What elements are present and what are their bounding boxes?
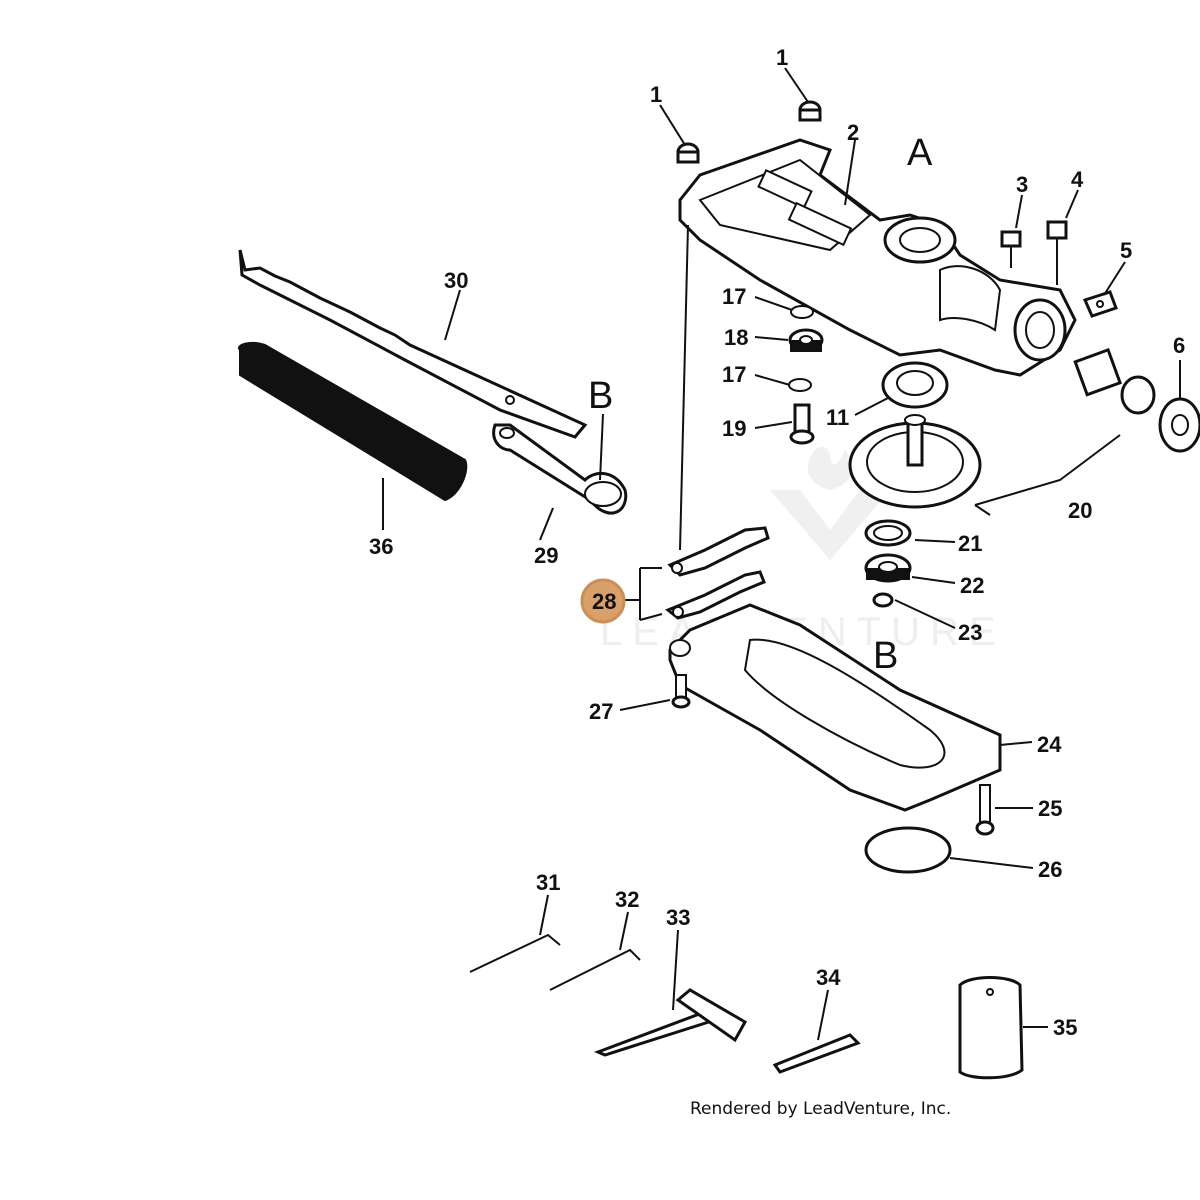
gear-20 bbox=[848, 414, 982, 509]
saw-blade-30 bbox=[238, 249, 588, 439]
callout-11: 11 bbox=[826, 405, 849, 430]
gasket-28 bbox=[665, 526, 770, 620]
footer-credit: Rendered by LeadVenture, Inc. bbox=[690, 1099, 951, 1119]
view-label-b-arm: B bbox=[588, 375, 613, 417]
hex-key-32 bbox=[549, 948, 641, 991]
callout-2: 2 bbox=[847, 120, 859, 145]
screw-27 bbox=[671, 674, 691, 709]
bearing-22 bbox=[864, 553, 912, 583]
leader-lines bbox=[382, 67, 1181, 1041]
sleeve-36 bbox=[238, 341, 468, 502]
callout-20: 20 bbox=[1068, 498, 1092, 523]
o-ring-26 bbox=[864, 826, 952, 874]
callout-32: 32 bbox=[615, 887, 639, 912]
pin-19 bbox=[789, 403, 815, 445]
washer-17-top bbox=[790, 305, 814, 319]
callout-6: 6 bbox=[1173, 333, 1185, 358]
callout-3: 3 bbox=[1016, 172, 1028, 197]
callout-1a: 1 bbox=[650, 82, 662, 107]
callout-24: 24 bbox=[1037, 732, 1062, 757]
callout-25: 25 bbox=[1038, 796, 1062, 821]
callout-28[interactable]: 28 bbox=[592, 589, 616, 614]
arm-29 bbox=[492, 423, 628, 515]
callout-33: 33 bbox=[666, 905, 690, 930]
callout-5: 5 bbox=[1120, 238, 1132, 263]
view-label-b-case: B bbox=[873, 635, 898, 677]
nut-right bbox=[798, 100, 822, 122]
wrench-34 bbox=[772, 1033, 861, 1074]
screw-3 bbox=[1000, 230, 1022, 268]
callout-22: 22 bbox=[960, 573, 984, 598]
view-label-a: A bbox=[907, 132, 933, 174]
callout-36: 36 bbox=[369, 534, 393, 559]
callout-26: 26 bbox=[1038, 857, 1062, 882]
upper-gear-case bbox=[678, 138, 1077, 377]
callout-17b: 17 bbox=[722, 362, 746, 387]
pinion-gear bbox=[1073, 347, 1156, 415]
callout-17a: 17 bbox=[722, 284, 746, 309]
screw-25 bbox=[975, 784, 995, 836]
tool-33 bbox=[593, 988, 748, 1057]
washer-17-bottom bbox=[788, 378, 812, 392]
bearing-6 bbox=[1158, 397, 1200, 453]
callout-4: 4 bbox=[1071, 167, 1084, 192]
callout-29: 29 bbox=[534, 543, 558, 568]
callout-19: 19 bbox=[722, 416, 746, 441]
nut-left bbox=[676, 142, 700, 164]
callout-30: 30 bbox=[444, 268, 468, 293]
screw-4 bbox=[1046, 220, 1068, 285]
callout-labels: 1 1 2 3 4 5 6 11 17 18 17 19 20 21 22 23… bbox=[369, 45, 1185, 1040]
hex-key-31 bbox=[469, 933, 561, 973]
callout-31: 31 bbox=[536, 870, 560, 895]
callout-21: 21 bbox=[958, 531, 982, 556]
circlip-21 bbox=[864, 519, 912, 547]
highlight-marker[interactable] bbox=[580, 578, 626, 624]
plate-5 bbox=[1082, 290, 1118, 318]
callout-27: 27 bbox=[589, 699, 613, 724]
lower-gear-case bbox=[668, 603, 1002, 812]
pouch-35 bbox=[958, 976, 1024, 1080]
callout-34: 34 bbox=[816, 965, 841, 990]
clip-23 bbox=[872, 592, 894, 608]
callout-23: 23 bbox=[958, 620, 982, 645]
bearing-11 bbox=[881, 361, 949, 409]
callout-1b: 1 bbox=[776, 45, 788, 70]
bushing-18 bbox=[788, 328, 824, 352]
callout-35: 35 bbox=[1053, 1015, 1077, 1040]
callout-18: 18 bbox=[724, 325, 748, 350]
